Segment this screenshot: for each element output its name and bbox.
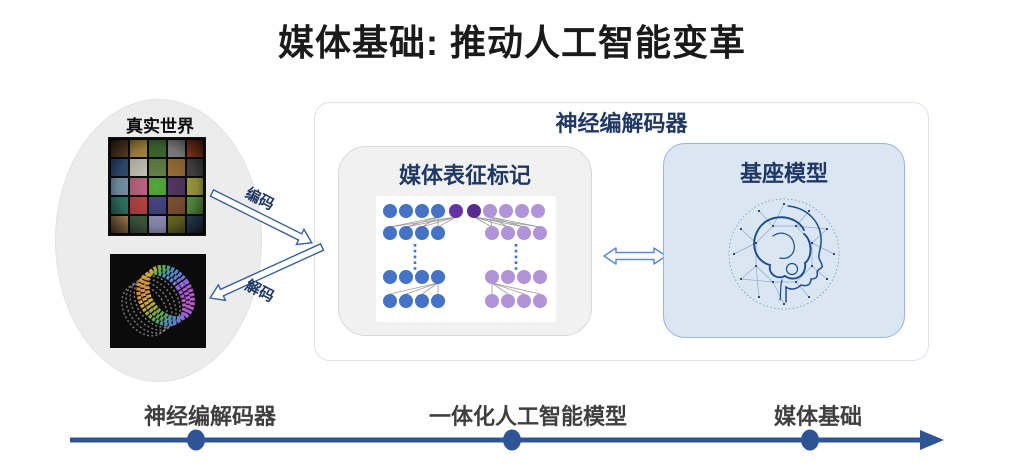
foundation-model-title: 基座模型 [739, 161, 828, 186]
timeline-arrowhead-icon [920, 430, 944, 450]
image-torus-picture [110, 254, 206, 348]
encode-decode-arrows [208, 188, 325, 302]
image-collage-picture [108, 137, 206, 236]
timeline-label-media-foundation: 媒体基础 [773, 404, 862, 429]
timeline-label-unified-ai-model: 一体化人工智能模型 [428, 404, 627, 429]
media-token-title: 媒体表征标记 [398, 163, 531, 188]
real-world-label: 真实世界 [126, 117, 194, 136]
double-arrow-icon [603, 247, 667, 265]
page-title: 媒体基础: 推动人工智能变革 [278, 22, 746, 63]
timeline-node-1 [187, 429, 205, 451]
foundation-model-box [663, 143, 905, 338]
brain-network-image [728, 198, 840, 310]
decode-arrow-icon [208, 242, 325, 302]
neural-codec-title: 神经编解码器 [555, 111, 688, 136]
token-network-diagram [383, 204, 547, 308]
timeline-node-2 [503, 429, 521, 451]
timeline-label-neural-codec: 神经编解码器 [143, 404, 276, 429]
timeline-node-3 [801, 429, 819, 451]
timeline-axis [70, 429, 944, 451]
encode-arrow-icon [209, 188, 313, 246]
